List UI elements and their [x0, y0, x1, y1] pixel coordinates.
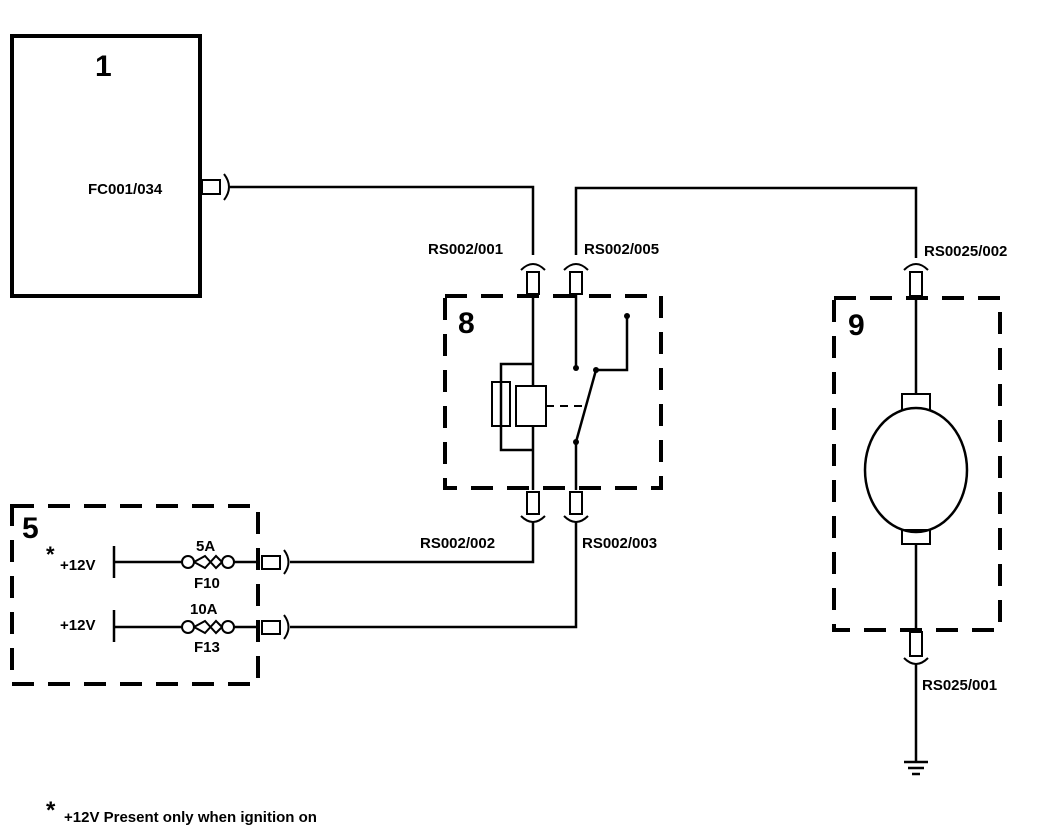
motor-terminal-top — [909, 271, 923, 297]
relay-terminal-001 — [526, 271, 540, 295]
fuse-f10-symbol — [193, 554, 223, 570]
wire-f10-to-relay — [290, 522, 535, 564]
footnote-asterisk: * — [46, 797, 56, 824]
motor-symbol — [863, 406, 969, 534]
motor-connector-bottom — [903, 657, 929, 665]
fuse-box — [10, 504, 260, 686]
relay-terminal-003 — [569, 491, 583, 515]
ecu-pin-label: FC001/034 — [88, 181, 163, 198]
fuse-f10-name: F10 — [194, 575, 220, 592]
relay-connector-003 — [563, 515, 589, 523]
motor-number: 9 — [848, 309, 865, 342]
motor-terminal-bottom — [909, 631, 923, 657]
fuse-f10-rating: 5A — [196, 538, 215, 555]
fuse-f13-symbol — [193, 619, 223, 635]
motor-pin-bottom-label: RS025/001 — [922, 677, 997, 694]
wire-f13-to-relay — [290, 522, 578, 629]
fuse-supply-1-label: +12V — [60, 557, 95, 574]
relay-suppressor-loop — [499, 362, 533, 452]
relay-terminal-005 — [569, 271, 583, 295]
motor-connector-top — [903, 263, 929, 271]
relay-suppressor — [491, 381, 511, 427]
relay-terminal-002 — [526, 491, 540, 515]
relay-pin-003-label: RS002/003 — [582, 535, 657, 552]
relay-connector-002 — [520, 515, 546, 523]
ecu-box — [10, 34, 202, 298]
relay-connector-001 — [520, 263, 546, 271]
relay-pin-002-label: RS002/002 — [420, 535, 495, 552]
relay-switch-no — [596, 316, 629, 372]
relay-pin-001-label: RS002/001 — [428, 241, 503, 258]
wire-relay-to-motor — [574, 186, 918, 258]
relay-connector-005 — [563, 263, 589, 271]
fuse-supply-2-label: +12V — [60, 617, 95, 634]
relay-coil — [515, 385, 547, 427]
relay-pin-005-label: RS002/005 — [584, 241, 659, 258]
ecu-number: 1 — [95, 50, 112, 83]
ground-icon — [904, 760, 928, 776]
relay-switch-arm — [574, 369, 598, 443]
relay-number: 8 — [458, 307, 475, 340]
ecu-pin-terminal — [201, 179, 221, 195]
ecu-connector — [223, 173, 230, 201]
fuse-box-number: 5 — [22, 512, 39, 545]
motor-pin-top-label: RS0025/002 — [924, 243, 1007, 260]
fuse-f13-name: F13 — [194, 639, 220, 656]
fuse-f13-rating: 10A — [190, 601, 218, 618]
relay-box — [443, 294, 663, 490]
fuse-supply-asterisk: * — [46, 542, 55, 567]
wire-ecu-to-relay — [230, 185, 535, 255]
footnote-text: +12V Present only when ignition on — [64, 809, 317, 826]
